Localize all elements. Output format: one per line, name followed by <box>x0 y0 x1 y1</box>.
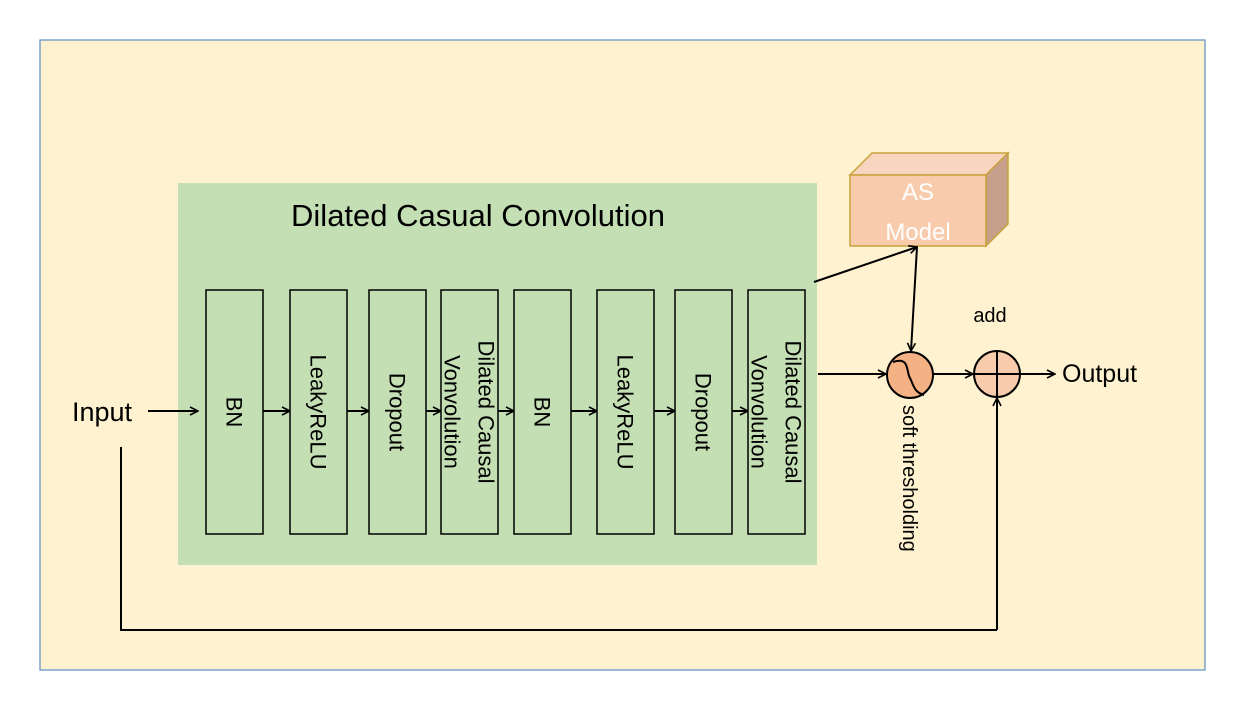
block-label: LeakyReLU <box>306 355 331 470</box>
block-0 <box>205 289 264 535</box>
as-to-threshold-arrow <box>911 246 918 351</box>
block-label: Dilated Causal <box>781 340 806 483</box>
block-label: Dilated Causal <box>474 340 499 483</box>
block-6 <box>674 289 733 535</box>
block-label: LeakyReLU <box>613 355 638 470</box>
block-4 <box>513 289 572 535</box>
skip-connection <box>120 447 997 631</box>
add-label: add <box>973 305 1006 327</box>
as-model-box: AS Model <box>848 151 1010 248</box>
as-model-line1: AS <box>902 179 934 206</box>
conv-title: Dilated Casual Convolution <box>291 198 665 233</box>
soft-threshold-node <box>886 351 934 399</box>
soft-threshold-label: soft thresholding <box>898 405 920 552</box>
block-label: BN <box>530 397 555 428</box>
block-label: Vonvolution <box>440 355 465 469</box>
block-label: Vonvolution <box>747 355 772 469</box>
conv-to-as-arrow <box>813 247 917 283</box>
add-node <box>973 350 1021 398</box>
block-label: Dropout <box>385 373 410 451</box>
block-2 <box>368 289 427 535</box>
block-label: Dropout <box>691 373 716 451</box>
block-1 <box>289 289 348 535</box>
input-label: Input <box>72 397 133 427</box>
output-label: Output <box>1062 360 1137 388</box>
block-label: BN <box>222 397 247 428</box>
block-3 <box>440 289 499 535</box>
block-group: BN LeakyReLU Dropout Dilated Causal Vonvolut… <box>205 289 806 535</box>
block-7 <box>747 289 806 535</box>
as-model-line2: Model <box>885 219 950 246</box>
block-5 <box>596 289 655 535</box>
